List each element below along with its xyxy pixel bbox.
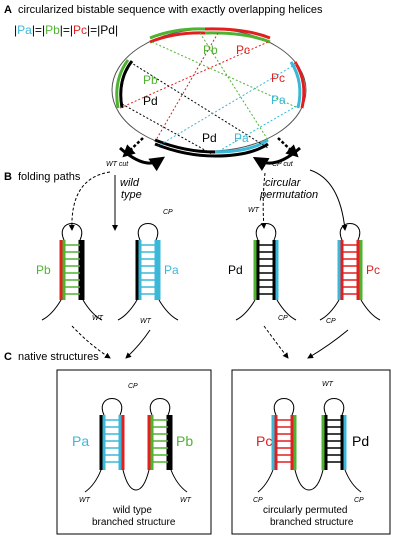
label-pd-left: Pd <box>143 94 158 108</box>
hairpin-label-pc: Pc <box>366 263 380 277</box>
section-a-title: circularized bistable sequence with exac… <box>18 4 323 16</box>
type-label: type <box>121 189 142 201</box>
tag-cp: CP <box>354 497 364 504</box>
tag-wt: WT <box>180 497 192 504</box>
equation-part: |=| <box>60 23 73 37</box>
path-arrow-wt-left <box>68 171 111 231</box>
tag-wt: WT <box>140 318 152 325</box>
tag-cp: CP <box>278 315 288 322</box>
native-label-pb: Pb <box>176 433 193 449</box>
native-label-pc: Pc <box>256 433 272 449</box>
permutation-label: permutation <box>259 189 318 201</box>
section-b-title: folding paths <box>18 171 81 183</box>
tag-cp: CP <box>163 209 173 216</box>
wt-cut-label: WT cut <box>106 161 129 168</box>
native-label-pd: Pd <box>352 433 369 449</box>
wt-caption-2: branched structure <box>92 517 176 528</box>
converge-arrow-2 <box>125 329 151 359</box>
native-hairpin-pd <box>321 398 347 470</box>
native-hairpin-pb <box>147 398 173 470</box>
equation-part: |=| <box>87 23 100 37</box>
section-c-title: native structures <box>18 351 99 363</box>
equation-part: Pa <box>17 23 32 37</box>
native-hairpin-pa <box>99 398 125 470</box>
circular-label: circular <box>265 177 302 189</box>
cp-caption-2: branched structure <box>270 517 354 528</box>
converge-arrow-3 <box>263 325 289 359</box>
tag-wt: WT <box>92 315 104 322</box>
panel-cp-box <box>231 369 391 535</box>
native-label-pa: Pa <box>72 433 89 449</box>
hairpin-pd <box>253 223 279 300</box>
section-a-letter: A <box>4 4 12 16</box>
circular-sequence <box>111 27 307 158</box>
equation-part: Pd <box>100 23 115 37</box>
section-c-letter: C <box>4 351 12 363</box>
label-pd-bottom: Pd <box>202 131 217 145</box>
tag-cp: CP <box>326 318 336 325</box>
cp-cut-label: CP cut <box>272 161 294 168</box>
wild-label: wild <box>120 177 140 189</box>
wt-caption-1: wild type <box>112 505 152 516</box>
label-pb-left: Pb <box>143 73 158 87</box>
cp-caption-1: circularly permuted <box>263 505 347 516</box>
path-arrow-cp-right <box>309 169 348 231</box>
converge-arrow-1 <box>71 325 111 359</box>
label-pa-right: Pa <box>271 93 286 107</box>
section-b-letter: B <box>4 171 12 183</box>
equation-part: |=| <box>32 23 45 37</box>
tag-cp: CP <box>128 383 138 390</box>
equation-part: Pc <box>73 23 87 37</box>
label-pc-right: Pc <box>271 71 285 85</box>
label-pb-top: Pb <box>203 43 218 57</box>
equation-part: | <box>115 23 118 37</box>
hairpin-pc <box>337 223 363 300</box>
equation-part: | <box>14 23 17 37</box>
native-hairpin-pc <box>271 398 297 470</box>
hairpin-label-pb: Pb <box>36 263 51 277</box>
equation-part: Pb <box>45 23 60 37</box>
label-pa-bottom: Pa <box>234 131 249 145</box>
panel-wt-box <box>56 369 212 535</box>
label-pc-top: Pc <box>236 43 250 57</box>
tag-wt: WT <box>79 497 91 504</box>
hairpin-label-pd: Pd <box>228 263 243 277</box>
overlap-equation: |Pa|=|Pb|=|Pc|=|Pd| <box>14 23 118 37</box>
converge-arrow-4 <box>307 329 349 359</box>
cp-cut-arrow <box>252 137 301 172</box>
tag-wt: WT <box>248 207 260 214</box>
hairpin-pa <box>135 223 161 300</box>
wt-cut-arrow <box>119 137 165 172</box>
tag-wt: WT <box>322 381 334 388</box>
hairpin-label-pa: Pa <box>164 263 179 277</box>
tag-cp: CP <box>253 497 263 504</box>
hairpin-pb <box>59 223 85 300</box>
